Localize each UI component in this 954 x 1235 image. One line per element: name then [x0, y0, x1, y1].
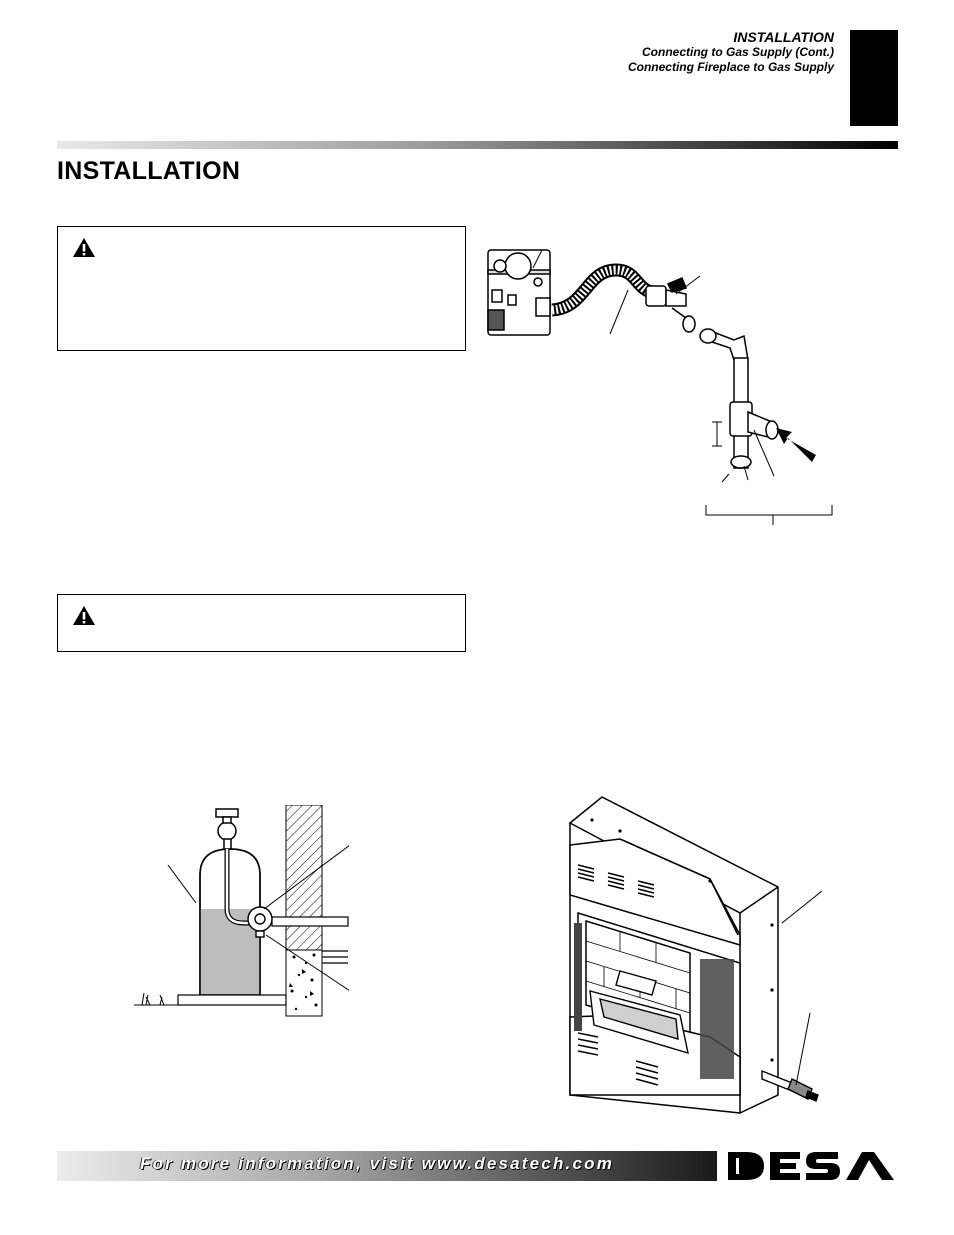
section-tab — [850, 30, 898, 126]
desa-logo — [722, 1149, 898, 1183]
warning-triangle-icon — [73, 606, 95, 625]
fireplace-diagram — [568, 796, 823, 1115]
footer-bar — [57, 1151, 717, 1181]
house-wall — [285, 805, 323, 951]
header-rule — [57, 141, 898, 149]
warning-triangle-icon — [73, 238, 95, 257]
warning-box-2 — [57, 594, 466, 652]
gas-inlet-connector — [761, 1069, 819, 1102]
header-section-title: INSTALLATION — [733, 29, 834, 45]
propane-tank — [199, 808, 261, 996]
gas-connection-diagram — [487, 249, 833, 525]
page-title: INSTALLATION — [57, 157, 241, 185]
gas-piping — [699, 328, 779, 469]
header-subtitle-1: Connecting to Gas Supply (Cont.) — [642, 45, 834, 59]
gas-control-valve — [487, 249, 551, 336]
header-text-block: INSTALLATION Connecting to Gas Supply (C… — [628, 30, 834, 75]
gas-flow-arrow — [776, 428, 816, 462]
propane-tank-diagram — [134, 805, 349, 1017]
equipment-shutoff-valve — [645, 277, 696, 333]
footer-website-text: For more information, visit www.desatech… — [140, 1154, 615, 1173]
warning-box-1 — [57, 226, 466, 351]
concrete-pad — [177, 994, 287, 1006]
regulator — [224, 849, 273, 938]
header-subtitle-2: Connecting Fireplace to Gas Supply — [627, 60, 834, 74]
